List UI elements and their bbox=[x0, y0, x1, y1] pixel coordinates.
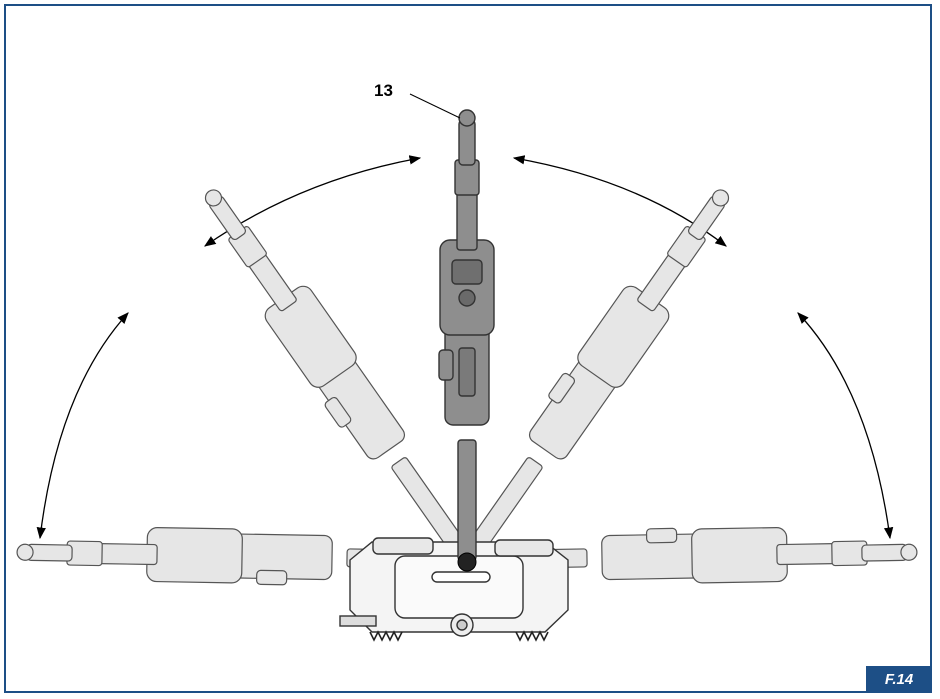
figure-tag: F.14 bbox=[866, 666, 932, 693]
machine-base bbox=[339, 537, 569, 642]
rotation-arrow-right-lower bbox=[797, 312, 894, 540]
callout-label-13: 13 bbox=[374, 81, 393, 100]
callout-leader-line bbox=[409, 93, 461, 119]
handle-vertical bbox=[438, 109, 495, 561]
pivot-joint bbox=[457, 552, 477, 572]
rotation-arrow-left-lower bbox=[36, 312, 129, 540]
